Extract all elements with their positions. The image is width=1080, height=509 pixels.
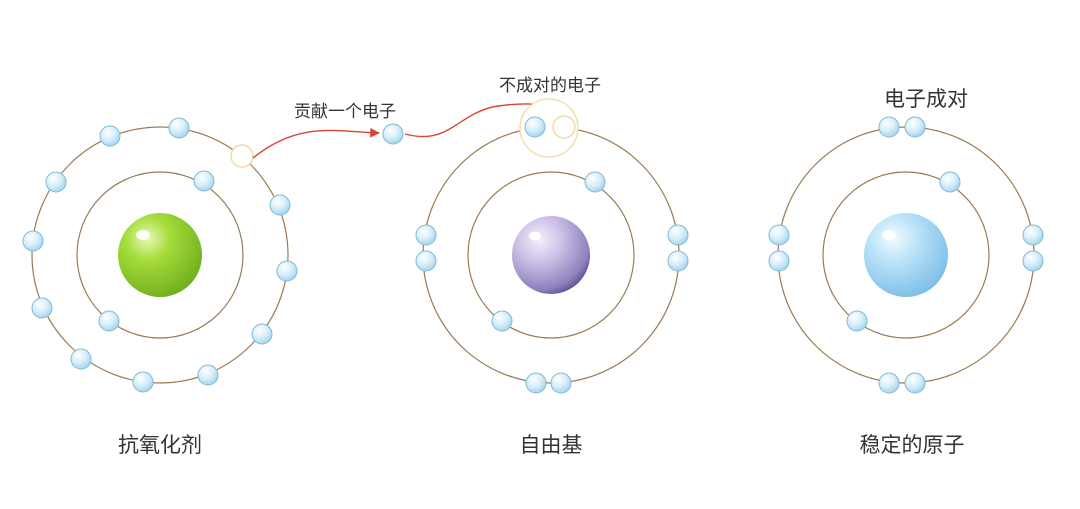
electron [939, 171, 961, 193]
nucleus-highlight [136, 230, 150, 240]
electron [269, 194, 291, 216]
electron-vacancy [230, 144, 254, 168]
caption-stable-atom: 稳定的原子 [859, 433, 965, 457]
electron [276, 260, 298, 282]
nucleus-highlight [529, 231, 541, 241]
donated-electron [382, 123, 404, 145]
electron [22, 230, 44, 252]
electron [878, 372, 900, 394]
electron [1022, 250, 1044, 272]
atom-stable [768, 116, 1044, 394]
nucleus-free-radical [512, 216, 590, 294]
electron [197, 364, 219, 386]
electron [846, 310, 868, 332]
electron [99, 125, 121, 147]
electron [168, 117, 190, 139]
electron [667, 250, 689, 272]
electron [904, 116, 926, 138]
caption-antioxidant: 抗氧化剂 [118, 433, 202, 457]
nucleus-antioxidant [118, 213, 202, 297]
electron [1022, 224, 1044, 246]
orbit-inner [467, 171, 635, 339]
electron [45, 171, 67, 193]
nucleus-stable [864, 213, 948, 297]
label-unpaired-electron: 不成对的电子 [499, 76, 601, 96]
electron [904, 372, 926, 394]
caption-free-radical: 自由基 [519, 433, 583, 457]
electron [667, 224, 689, 246]
electron [415, 224, 437, 246]
highlight-ring [519, 98, 579, 158]
orbit-inner [822, 171, 990, 339]
electrons [415, 116, 689, 394]
electron [251, 323, 273, 345]
electron [98, 310, 120, 332]
orbit-inner [76, 171, 244, 339]
electron [491, 310, 513, 332]
electron [31, 297, 53, 319]
electron [525, 372, 547, 394]
electron [584, 171, 606, 193]
atom-antioxidant [22, 117, 298, 393]
electron [768, 224, 790, 246]
donate-arrow [252, 127, 380, 159]
unpaired-slot [552, 115, 576, 139]
electron [70, 348, 92, 370]
electron [193, 170, 215, 192]
electrons [22, 117, 298, 393]
nucleus-highlight [882, 230, 896, 240]
electron [550, 372, 572, 394]
label-paired-electrons: 电子成对 [884, 87, 968, 111]
electron [415, 250, 437, 272]
electrons [768, 116, 1044, 394]
orbit-outer [31, 126, 289, 384]
atom-free-radical [415, 98, 689, 394]
electron [132, 371, 154, 393]
electron [878, 116, 900, 138]
electron [768, 250, 790, 272]
electron [524, 116, 546, 138]
label-donate-electron: 贡献一个电子 [294, 102, 396, 122]
